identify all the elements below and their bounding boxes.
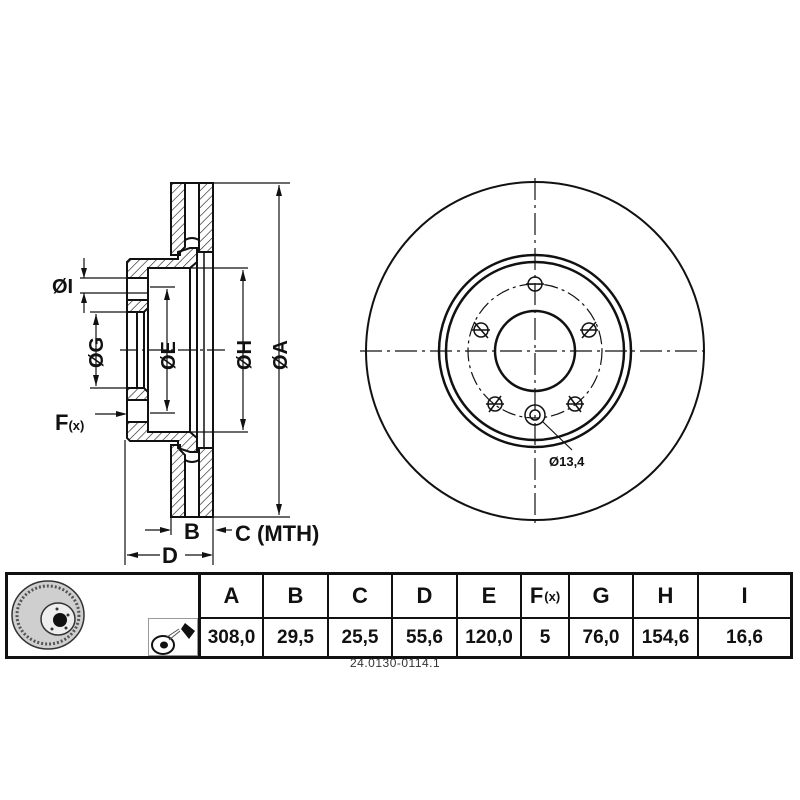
label-D: D <box>162 543 178 568</box>
friction-plate-outer-upper <box>198 182 214 253</box>
value-A: 308,0 <box>207 626 256 648</box>
label-A: ØA <box>270 340 292 370</box>
header-B: B <box>264 575 327 619</box>
value-H: 154,6 <box>641 626 690 648</box>
label-B: B <box>184 519 200 544</box>
side-dimension-lines <box>80 182 290 565</box>
header-E: E <box>458 575 520 619</box>
value-B: 29,5 <box>277 626 314 648</box>
dimension-columns: A 308,0 B 29,5 C 25,5 D 55,6 E 120,0 F(x… <box>201 575 790 656</box>
header-F: F(x) <box>522 575 568 619</box>
column-A: A 308,0 <box>201 575 264 656</box>
column-F: F(x) 5 <box>522 575 570 656</box>
hole-leader-line <box>541 420 573 451</box>
label-F: F(x) <box>55 410 84 435</box>
spec-table: A 308,0 B 29,5 C 25,5 D 55,6 E 120,0 F(x… <box>5 572 793 659</box>
friction-plate-inner-upper <box>170 182 186 256</box>
brake-disc-illustration <box>11 580 85 650</box>
column-C: C 25,5 <box>329 575 393 656</box>
label-C: C (MTH) <box>235 521 319 546</box>
label-H: ØH <box>234 340 256 370</box>
bolt-holes <box>472 276 598 426</box>
header-D: D <box>393 575 456 619</box>
column-G: G 76,0 <box>570 575 634 656</box>
friction-plate-outer-lower <box>198 447 214 518</box>
header-H: H <box>634 575 697 619</box>
part-number: 24.0130-0114.1 <box>350 656 441 670</box>
header-C: C <box>329 575 391 619</box>
column-D: D 55,6 <box>393 575 458 656</box>
spray-cleaning-icon <box>148 618 198 656</box>
hub-flange-hatch-upper <box>126 299 149 313</box>
label-I: ØI <box>52 276 73 298</box>
friction-plate-inner-lower <box>170 444 186 518</box>
product-image-cell <box>8 575 201 656</box>
value-I: 16,6 <box>726 626 763 648</box>
hub-wall-upper <box>126 247 198 279</box>
label-G: ØG <box>86 337 108 368</box>
value-G: 76,0 <box>582 626 620 648</box>
hub-flange-hatch-lower <box>126 387 149 401</box>
column-B: B 29,5 <box>264 575 329 656</box>
value-F: 5 <box>539 626 551 648</box>
hole-diameter-label: Ø13,4 <box>549 454 585 469</box>
label-E: ØE <box>158 341 180 370</box>
hub-wall-lower <box>126 421 198 453</box>
column-I: I 16,6 <box>699 575 790 656</box>
header-G: G <box>570 575 632 619</box>
value-E: 120,0 <box>465 626 513 648</box>
hub-flange-upper <box>126 277 149 301</box>
header-A: A <box>201 575 262 619</box>
value-D: 55,6 <box>406 626 443 648</box>
value-C: 25,5 <box>341 626 379 648</box>
column-E: E 120,0 <box>458 575 522 656</box>
header-I: I <box>699 575 790 619</box>
column-H: H 154,6 <box>634 575 699 656</box>
front-view <box>360 178 710 524</box>
